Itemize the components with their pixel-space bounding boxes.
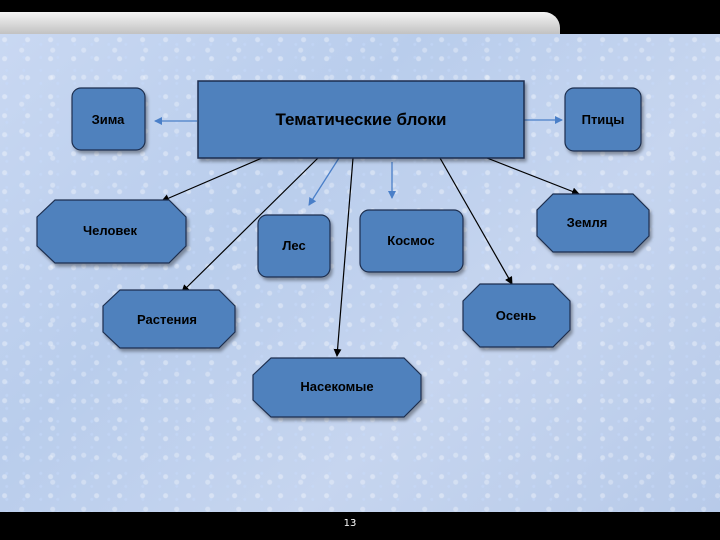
node-osen: Осень bbox=[462, 283, 571, 348]
chelovek-label: Человек bbox=[83, 223, 137, 238]
kosmos-label: Космос bbox=[387, 233, 434, 248]
osen-label: Осень bbox=[496, 308, 536, 323]
root-label: Тематические блоки bbox=[275, 110, 446, 129]
rasteniya-label: Растения bbox=[137, 312, 197, 327]
top-decorative-strip bbox=[0, 12, 560, 36]
footer-bar bbox=[0, 512, 720, 540]
node-zima: Зима bbox=[71, 87, 146, 151]
nasekomye-label: Насекомые bbox=[300, 379, 373, 394]
les-label: Лес bbox=[282, 238, 305, 253]
arrow-to-chelovek bbox=[161, 157, 263, 202]
node-zemlya: Земля bbox=[536, 193, 650, 253]
node-kosmos: Космос bbox=[359, 209, 464, 273]
arrow-to-rasteniya bbox=[181, 157, 319, 293]
zima-label: Зима bbox=[92, 112, 126, 127]
node-nasekomye: Насекомые bbox=[252, 357, 422, 418]
arrow-to-les bbox=[308, 157, 340, 206]
zemlya-label: Земля bbox=[567, 215, 608, 230]
arrows bbox=[154, 116, 580, 357]
node-les: Лес bbox=[257, 214, 331, 278]
page-number: 13 bbox=[343, 518, 357, 529]
node-ptitsy: Птицы bbox=[564, 87, 642, 152]
arrow-to-zemlya bbox=[486, 157, 580, 196]
arrow-to-nasekomye bbox=[333, 157, 354, 357]
node-root: Тематические блоки bbox=[197, 80, 525, 159]
node-rasteniya: Растения bbox=[102, 289, 236, 349]
arrow-to-osen bbox=[439, 157, 513, 285]
node-chelovek: Человек bbox=[36, 199, 187, 264]
ptitsy-label: Птицы bbox=[582, 112, 625, 127]
